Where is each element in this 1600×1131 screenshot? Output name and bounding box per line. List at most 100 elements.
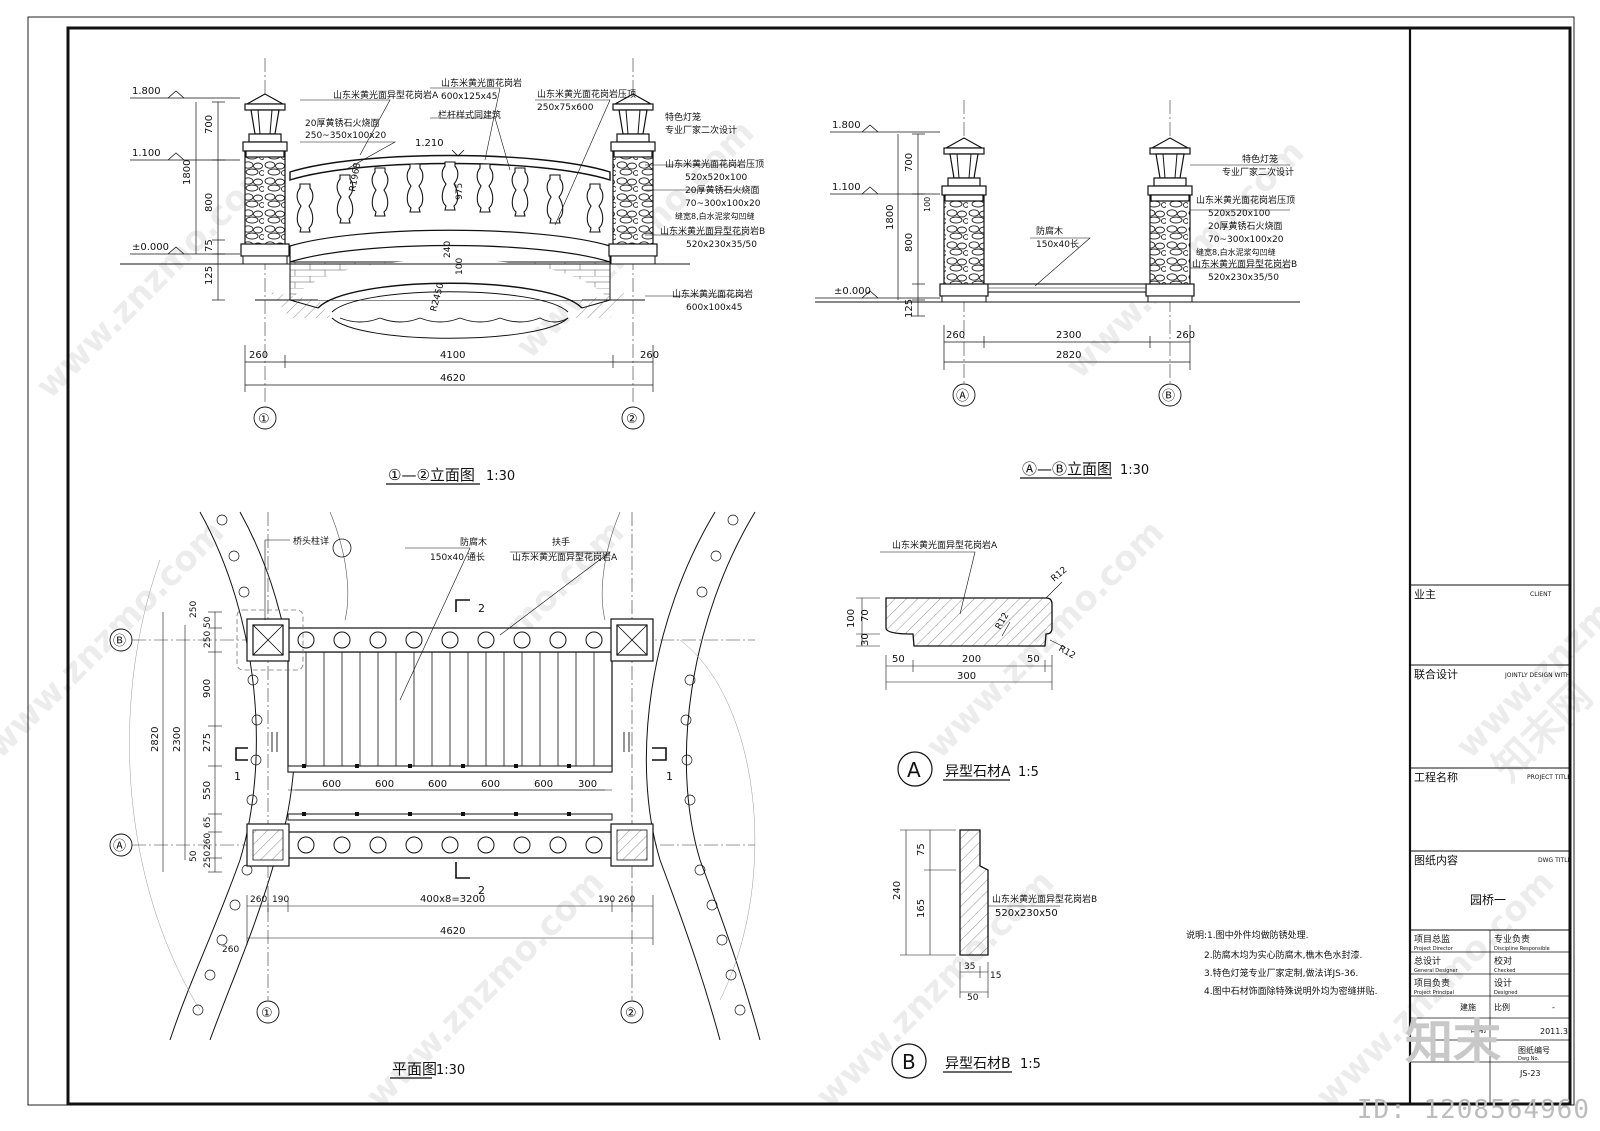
note: 专业厂家二次设计 — [1222, 166, 1294, 178]
dimension: 4620 — [440, 373, 465, 384]
note: 250x75x600 — [537, 103, 594, 113]
dimension: 700 — [204, 115, 215, 134]
dimension: 1800 — [182, 160, 193, 185]
dimension: 50 — [892, 654, 905, 665]
dimension: 260 — [203, 833, 213, 850]
dimension: 50 — [1027, 654, 1040, 665]
axis-label: ② — [626, 412, 638, 427]
dimension: 400x8=3200 — [420, 894, 485, 905]
tb-field: 2011.3 — [1540, 1027, 1568, 1036]
watermark-text: www.znzmo.com — [28, 152, 282, 406]
tb-row-label: 项目负责 — [1414, 977, 1450, 989]
note: 特色灯笼 — [665, 111, 701, 123]
note: 扶手 — [552, 536, 570, 548]
dimension: 100 — [455, 258, 465, 275]
dimension: 2820 — [1056, 350, 1081, 361]
detail-marker: B — [902, 1050, 916, 1074]
note: 山东米黄光面花岗岩压顶 — [537, 88, 636, 100]
brand-logo: 知末 — [1405, 1014, 1502, 1070]
note: 栏杆样式同建筑 — [438, 109, 501, 121]
view-title: Ⓐ—Ⓑ立面图 — [1022, 460, 1112, 478]
dimension: 100 — [846, 609, 857, 628]
note: 520x230x35/50 — [1208, 273, 1279, 283]
note: 山东米黄光面异型花岗岩A — [512, 551, 618, 563]
dimension: 50 — [189, 850, 199, 862]
note: 150x40 通长 — [430, 551, 485, 563]
note: 山东米黄光面异型花岗岩A — [333, 89, 439, 101]
dimension: 35 — [964, 962, 975, 972]
dimension: 70 — [860, 609, 871, 622]
level-label: 1.800 — [132, 86, 161, 97]
dimension: 975 — [455, 183, 465, 200]
level-label: ±0.000 — [834, 286, 871, 297]
note: 山东米黄光面花岗岩 — [672, 288, 753, 300]
note: 山东米黄光面异型花岗岩A — [892, 539, 998, 551]
dimension: 260 — [250, 895, 267, 905]
dimension: 600 — [481, 779, 500, 790]
dimension: 75 — [916, 843, 927, 856]
note: 20厚黄锈石火烧面 — [1208, 220, 1282, 232]
dimension: 125 — [904, 299, 915, 318]
dimension: 2300 — [1056, 330, 1081, 341]
span-label: 1.210 — [415, 138, 444, 149]
note: 600x125x45 — [441, 92, 497, 102]
dimension: 900 — [202, 679, 213, 698]
note: 专业厂家二次设计 — [665, 124, 737, 136]
dimension: 600 — [322, 779, 341, 790]
watermark-layer: www.znzmo.com www.znzmo.com www.znzmo.co… — [0, 112, 1600, 1116]
note: 桥头柱详 — [293, 535, 329, 547]
note: 20厚黄锈石火烧面 — [685, 184, 759, 196]
dimension: 700 — [904, 153, 915, 172]
dimension: 240 — [443, 241, 453, 258]
joint-label-en: JOINTLY DESIGN WITH — [1504, 672, 1570, 679]
drawing-frame — [66, 26, 1572, 1106]
note: 520x520x100 — [685, 173, 747, 183]
level-label: 1.100 — [132, 148, 161, 159]
tb-row-label-en: Checked — [1494, 968, 1515, 974]
dimension: 550 — [202, 781, 213, 800]
view-scale: 1:5 — [1018, 765, 1039, 780]
view-title: 平面图 — [392, 1060, 437, 1078]
tb-field: 日期 — [1470, 1025, 1486, 1034]
level-label: ±0.000 — [132, 242, 169, 253]
dimension: 260 — [946, 330, 965, 341]
dimension: 4620 — [440, 926, 465, 937]
dimension: 200 — [962, 654, 981, 665]
dimension: 125 — [204, 266, 215, 285]
axis-label: Ⓐ — [113, 839, 126, 854]
note: 山东米黄光面花岗岩压顶 — [665, 158, 764, 170]
dimension: 250 — [189, 601, 199, 618]
pillar-left — [240, 93, 290, 265]
dimension: 260 — [618, 895, 635, 905]
note: 山东米黄光面花岗岩 — [441, 77, 522, 89]
note: 山东米黄光面异型花岗岩B — [660, 225, 765, 237]
axis-label: Ⓑ — [113, 634, 126, 649]
dimension: 260 — [249, 350, 268, 361]
client-label: 业主 — [1414, 588, 1436, 601]
axis-label: Ⓑ — [1162, 389, 1175, 404]
note-line: 4.图中石材饰面除特殊说明外均为密缝拼贴. — [1204, 985, 1377, 997]
section-mark: 1 — [234, 770, 241, 783]
dimension: 165 — [916, 899, 927, 918]
dimension: 300 — [578, 779, 597, 790]
tb-row-label: 专业负责 — [1494, 933, 1530, 945]
client-label-en: CLIENT — [1530, 591, 1552, 598]
dimension: 1800 — [885, 205, 896, 230]
dimension: 190 — [598, 895, 615, 905]
dwg-label: 图纸内容 — [1414, 853, 1458, 867]
dimension: 240 — [892, 881, 903, 900]
note: 特色灯笼 — [1242, 153, 1278, 165]
view-title: ①—②立面图 — [388, 466, 475, 484]
tb-row-label-en: Designed — [1494, 990, 1518, 996]
view-scale: 1:30 — [486, 469, 515, 484]
dimension: 250 — [203, 631, 213, 648]
tb-row-label: 校对 — [1494, 955, 1512, 967]
note: 山东米黄光面异型花岗岩B — [992, 893, 1097, 905]
note: 山东米黄光面花岗岩压顶 — [1196, 194, 1295, 206]
dimension: 30 — [860, 633, 871, 646]
image-id: ID: 1208564960 — [1356, 1095, 1590, 1125]
tb-row-label: 项目总监 — [1414, 933, 1450, 945]
dimension: 50 — [967, 993, 979, 1003]
dimension: 75 — [204, 239, 215, 252]
